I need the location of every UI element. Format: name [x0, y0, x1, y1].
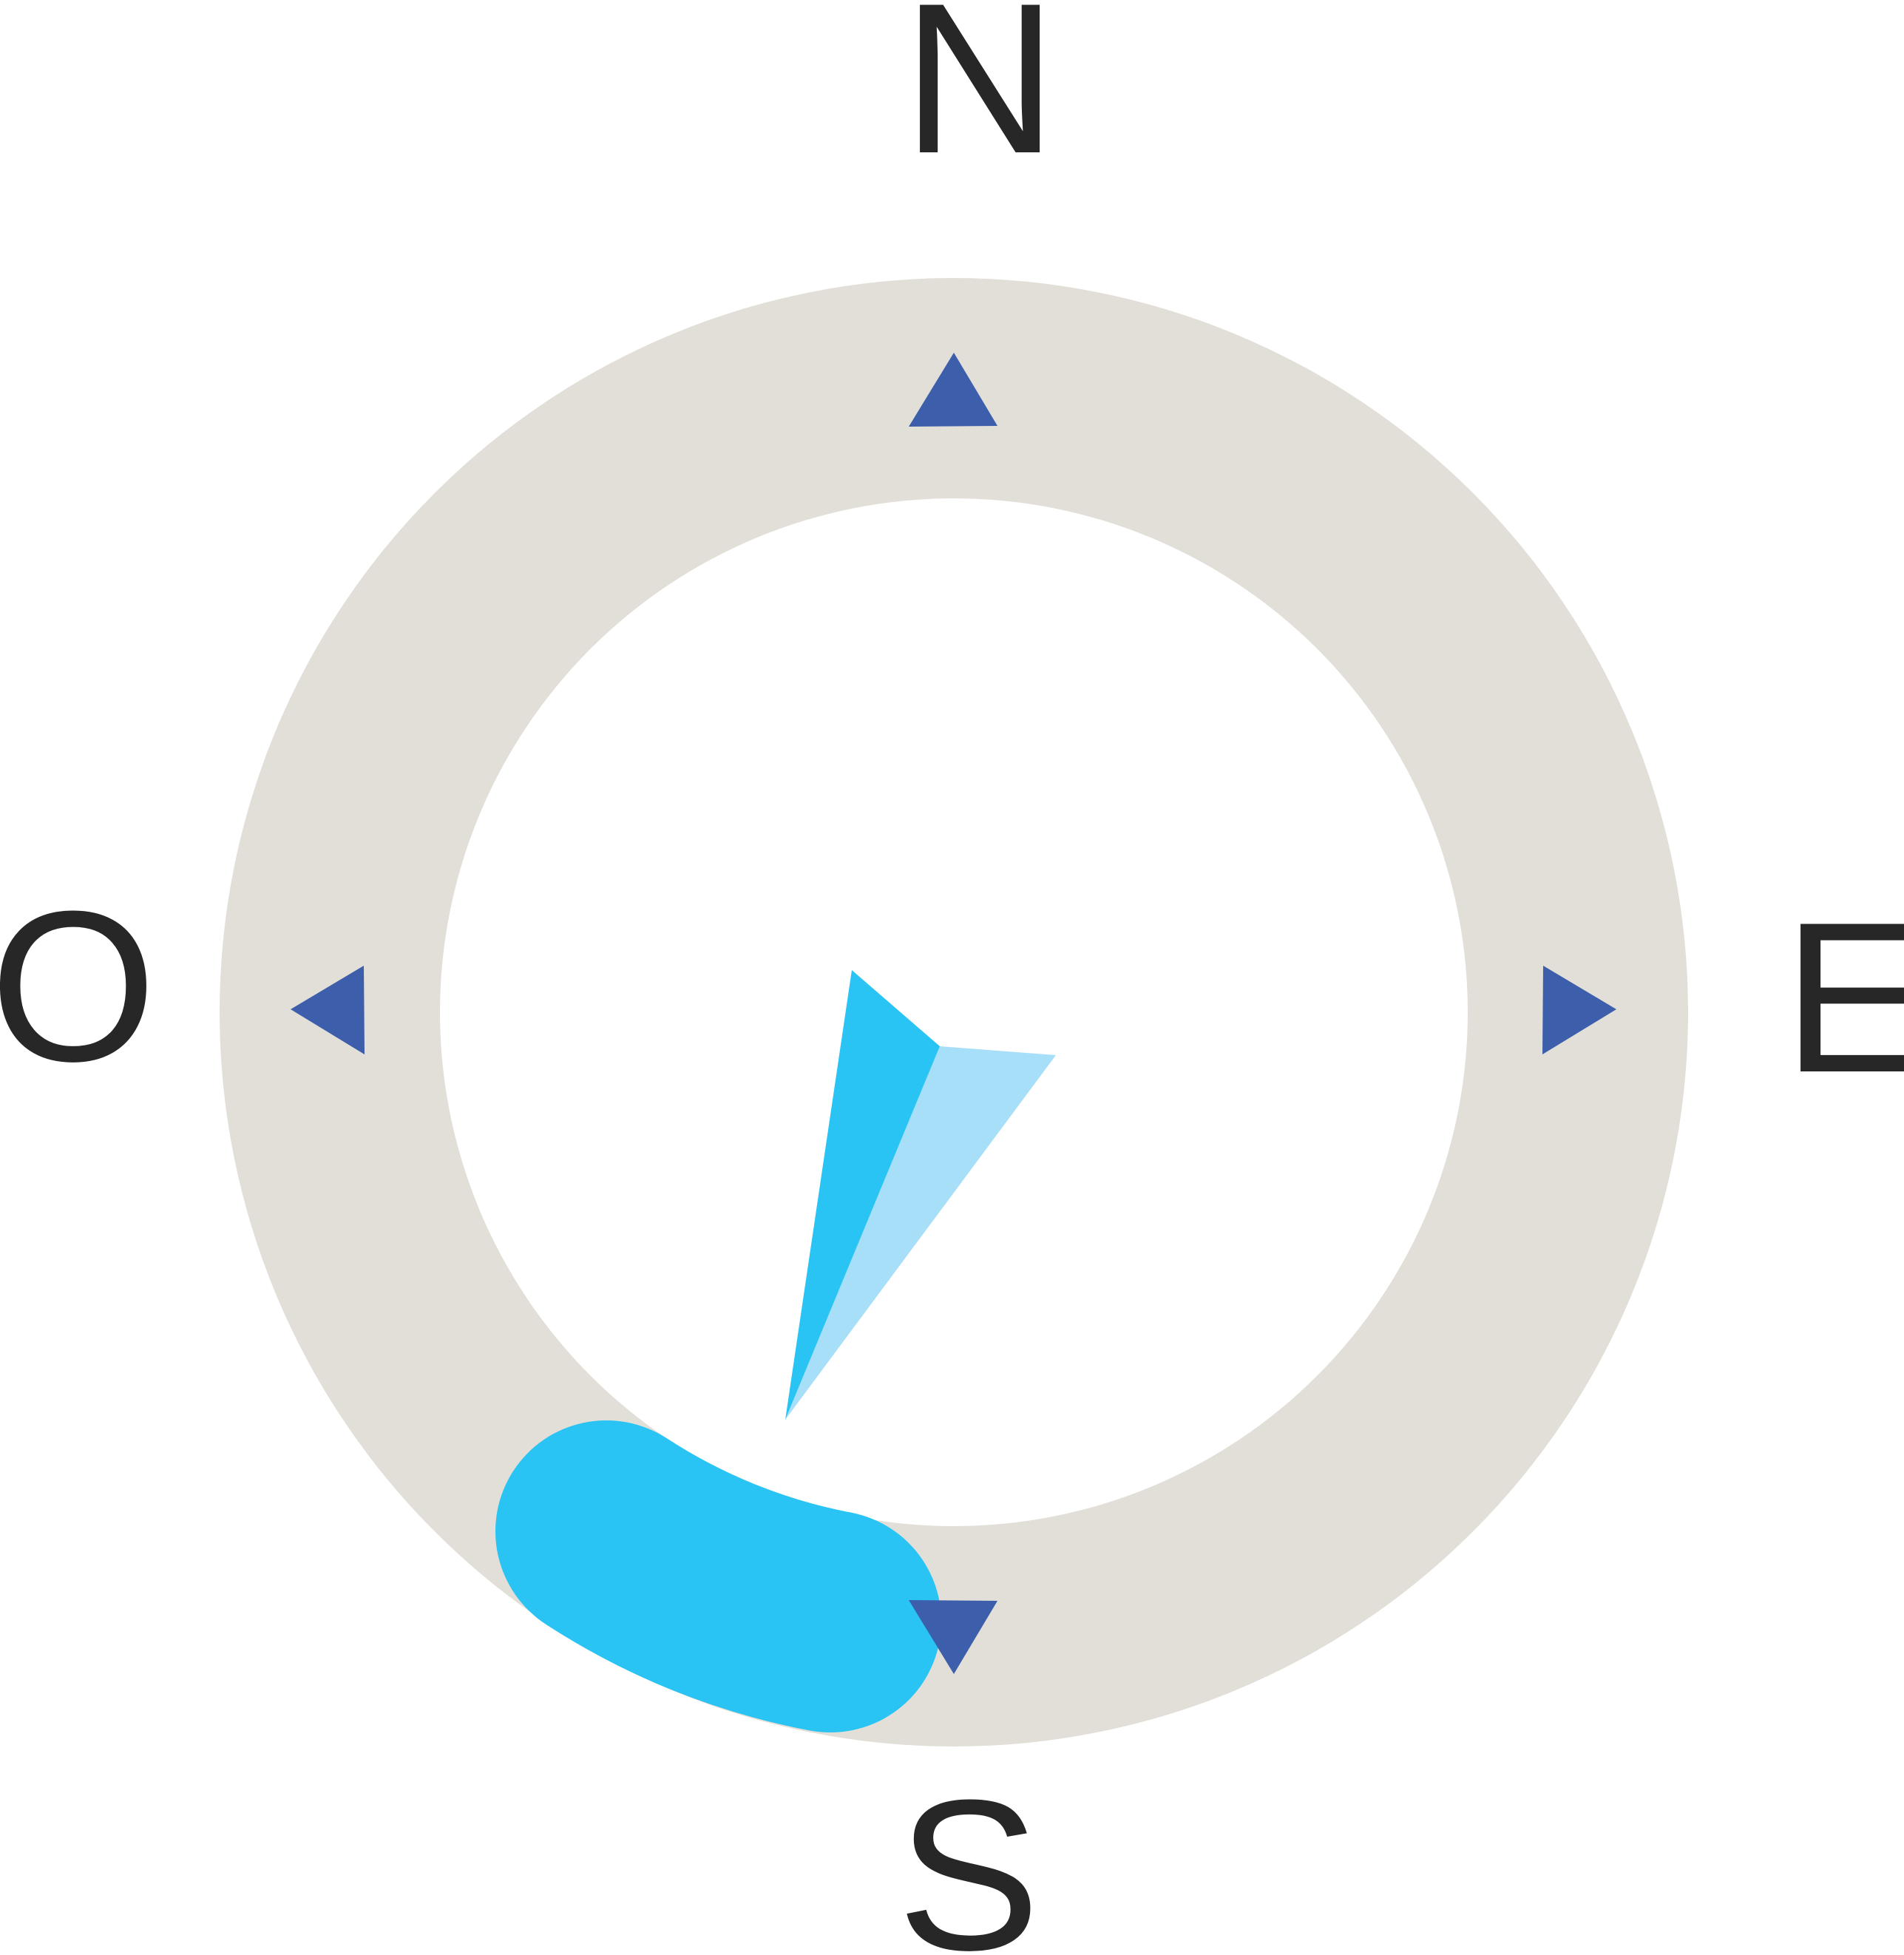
needle-dark-half: [785, 970, 940, 1420]
north-label: N: [902, 0, 1057, 198]
direction-markers: [291, 353, 1616, 1054]
compass-needle-icon: [785, 970, 1056, 1420]
south-label: S: [897, 1755, 1040, 1955]
heading-range-arc[interactable]: [495, 1420, 941, 1732]
triangle-right-icon: [1542, 966, 1616, 1054]
needle-light-half: [785, 1046, 1056, 1420]
east-label: E: [1783, 878, 1904, 1117]
west-label: O: [0, 867, 157, 1106]
triangle-left-icon: [291, 966, 365, 1054]
compass-ring: [220, 278, 1688, 1746]
triangle-up-icon: [909, 353, 997, 427]
triangle-down-icon: [909, 1600, 997, 1674]
compass-ring-band: [220, 278, 1688, 1746]
